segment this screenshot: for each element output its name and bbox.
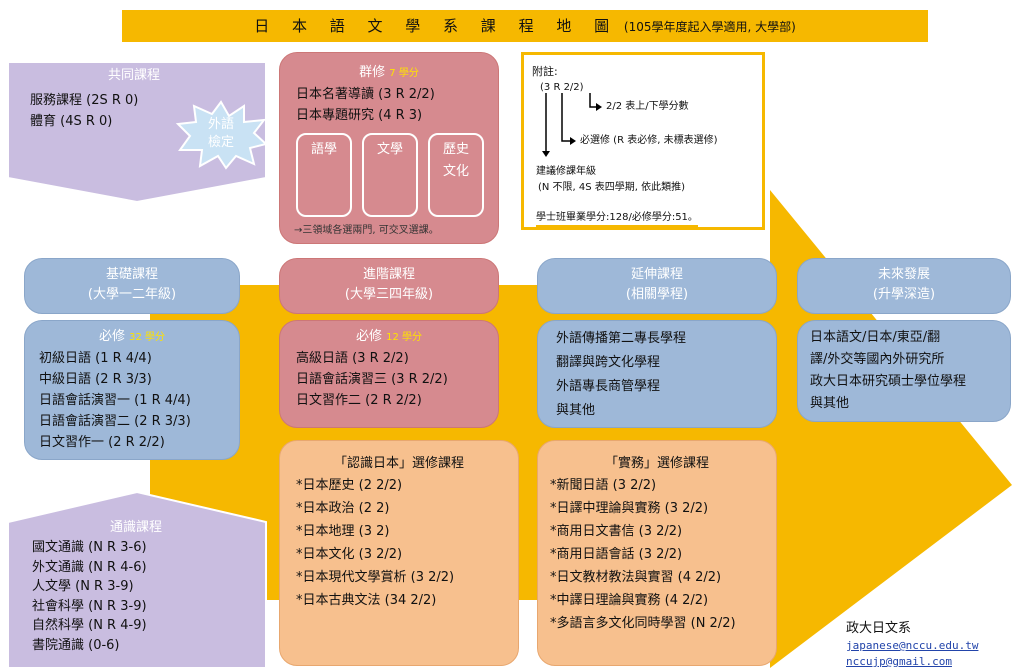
basic-item: 日文習作一 (2 R 2/2) [39, 435, 165, 450]
basic-required-heading: 必修 32 學分 [98, 329, 166, 344]
practice-elective-item: *商用日文書信 (3 2/2) [550, 524, 683, 539]
stage-basic: 基礎課程 (大學一二年級) [24, 258, 240, 314]
stage-extended: 延伸課程 (相關學程) [537, 258, 777, 314]
japan-elective-item: *日本古典文法 (34 2/2) [296, 593, 437, 608]
practice-elective-heading: 「實務」選修課程 [604, 456, 709, 471]
common-item: 服務課程 (2S R 0) [30, 93, 139, 108]
practice-elective-item: *中譯日理論與實務 (4 2/2) [550, 593, 709, 608]
basic-required-box: 必修 32 學分 初級日語 (1 R 4/4) 中級日語 (2 R 3/3) 日… [24, 320, 240, 460]
basic-item: 日語會話演習一 (1 R 4/4) [39, 393, 191, 408]
language-test-label: 外語檢定 [207, 117, 234, 150]
notes-a: 2/2 表上/下學分數 [606, 101, 689, 112]
group-heading: 群修 7 學分 [359, 65, 419, 80]
practice-elective-box: 「實務」選修課程 *新聞日語 (3 2/2) *日譯中理論與實務 (3 2/2)… [537, 440, 777, 666]
page-title: 日 本 語 文 學 系 課 程 地 圖 (105學年度起入學適用, 大學部) [122, 10, 928, 42]
notes-total: 學士班畢業學分:128/必修學分:51。 [536, 211, 698, 227]
program-item: 外語專長商管學程 [556, 379, 661, 394]
common-arrow [7, 61, 267, 204]
japan-elective-item: *日本現代文學賞析 (3 2/2) [296, 570, 455, 585]
notes-box: 附註: (3 R 2/2) 2/2 表上/下學分數 必選修 (R 表必修, 未標… [521, 52, 765, 230]
advanced-item: 日文習作二 (2 R 2/2) [296, 393, 422, 408]
language-test-badge [175, 100, 268, 170]
domain-literature: 文學 [362, 133, 418, 217]
notes-b: 必選修 (R 表必修, 未標表選修) [580, 135, 718, 146]
japan-elective-item: *日本文化 (3 2/2) [296, 547, 403, 562]
advanced-required-heading: 必修 12 學分 [355, 329, 423, 344]
stage-advanced: 進階課程 (大學三四年級) [279, 258, 499, 314]
domain-language: 語學 [296, 133, 352, 217]
group-item: 日本名著導讀 (3 R 2/2) [296, 87, 435, 102]
basic-item: 初級日語 (1 R 4/4) [39, 351, 152, 366]
japan-elective-box: 「認識日本」選修課程 *日本歷史 (2 2/2) *日本政治 (2 2) *日本… [279, 440, 519, 666]
common-heading: 共同課程 [107, 68, 160, 83]
program-item: 翻譯與跨文化學程 [556, 355, 661, 370]
gened-heading: 通識課程 [109, 520, 162, 535]
future-box: 日本語文/日本/東亞/翻 譯/外交等國內外研究所 政大日本研究碩士學位學程 與其… [797, 320, 1011, 422]
practice-elective-item: *日譯中理論與實務 (3 2/2) [550, 501, 709, 516]
program-item: 與其他 [556, 403, 596, 418]
email-link-primary[interactable]: japanese@nccu.edu.tw [846, 639, 979, 652]
practice-elective-item: *日文教材教法與實習 (4 2/2) [550, 570, 722, 585]
common-item: 體育 (4S R 0) [30, 114, 113, 129]
notes-c: 建議修課年級 [536, 166, 596, 177]
future-item: 日本語文/日本/東亞/翻 [810, 330, 941, 345]
japan-elective-item: *日本歷史 (2 2/2) [296, 478, 403, 493]
common-courses: 共同課程 服務課程 (2S R 0) 體育 (4S R 0) [14, 66, 254, 166]
gened-box: 通識課程 國文通識 (N R 3-6) 外文通識 (N R 4-6) 人文學 (… [26, 518, 256, 668]
practice-elective-item: *多語言多文化同時學習 (N 2/2) [550, 616, 736, 631]
advanced-required-box: 必修 12 學分 高級日語 (3 R 2/2) 日語會話演習三 (3 R 2/2… [279, 320, 499, 428]
gened-item: 自然科學 (N R 4-9) [32, 618, 147, 633]
contact-block: 政大日文系 japanese@nccu.edu.tw nccujp@gmail.… [846, 620, 1011, 670]
gened-item: 外文通識 (N R 4-6) [32, 559, 147, 575]
japan-elective-item: *日本地理 (3 2) [296, 524, 390, 539]
basic-item: 中級日語 (2 R 3/3) [39, 372, 152, 387]
email-link-secondary[interactable]: nccujp@gmail.com [846, 655, 952, 668]
group-item: 日本專題研究 (4 R 3) [296, 108, 423, 123]
gened-item: 人文學 (N R 3-9) [32, 579, 134, 594]
basic-item: 日語會話演習二 (2 R 3/3) [39, 414, 191, 429]
practice-elective-item: *新聞日語 (3 2/2) [550, 478, 657, 493]
future-item: 譯/外交等國內外研究所 [810, 352, 945, 367]
future-item: 政大日本研究碩士學位學程 [810, 374, 967, 389]
notes-d: (N 不限, 4S 表四學期, 依此類推) [538, 182, 686, 193]
gened-item: 國文通識 (N R 3-6) [32, 540, 147, 555]
advanced-item: 高級日語 (3 R 2/2) [296, 351, 409, 366]
org-name: 政大日文系 [846, 621, 912, 636]
programs-box: 外語傳播第二專長學程 翻譯與跨文化學程 外語專長商管學程 與其他 [537, 320, 777, 428]
group-note: →三領域各選兩門, 可交叉選課。 [294, 225, 439, 236]
japan-elective-heading: 「認識日本」選修課程 [333, 456, 464, 471]
gened-item: 社會科學 (N R 3-9) [32, 598, 147, 614]
advanced-item: 日語會話演習三 (3 R 2/2) [296, 372, 448, 387]
group-required-box: 群修 7 學分 日本名著導讀 (3 R 2/2) 日本專題研究 (4 R 3) … [279, 52, 499, 244]
gened-item: 書院通識 (0-6) [32, 637, 120, 653]
gened-arrow [7, 490, 267, 669]
future-item: 與其他 [810, 396, 850, 411]
domain-history-culture: 歷史 文化 [428, 133, 484, 217]
japan-elective-item: *日本政治 (2 2) [296, 501, 390, 516]
program-item: 外語傳播第二專長學程 [556, 331, 687, 346]
practice-elective-item: *商用日語會話 (3 2/2) [550, 547, 683, 562]
stage-future: 未來發展 (升學深造) [797, 258, 1011, 314]
notes-example: (3 R 2/2) [540, 82, 584, 93]
notes-arrows [542, 93, 602, 157]
notes-title: 附註: [532, 65, 558, 78]
